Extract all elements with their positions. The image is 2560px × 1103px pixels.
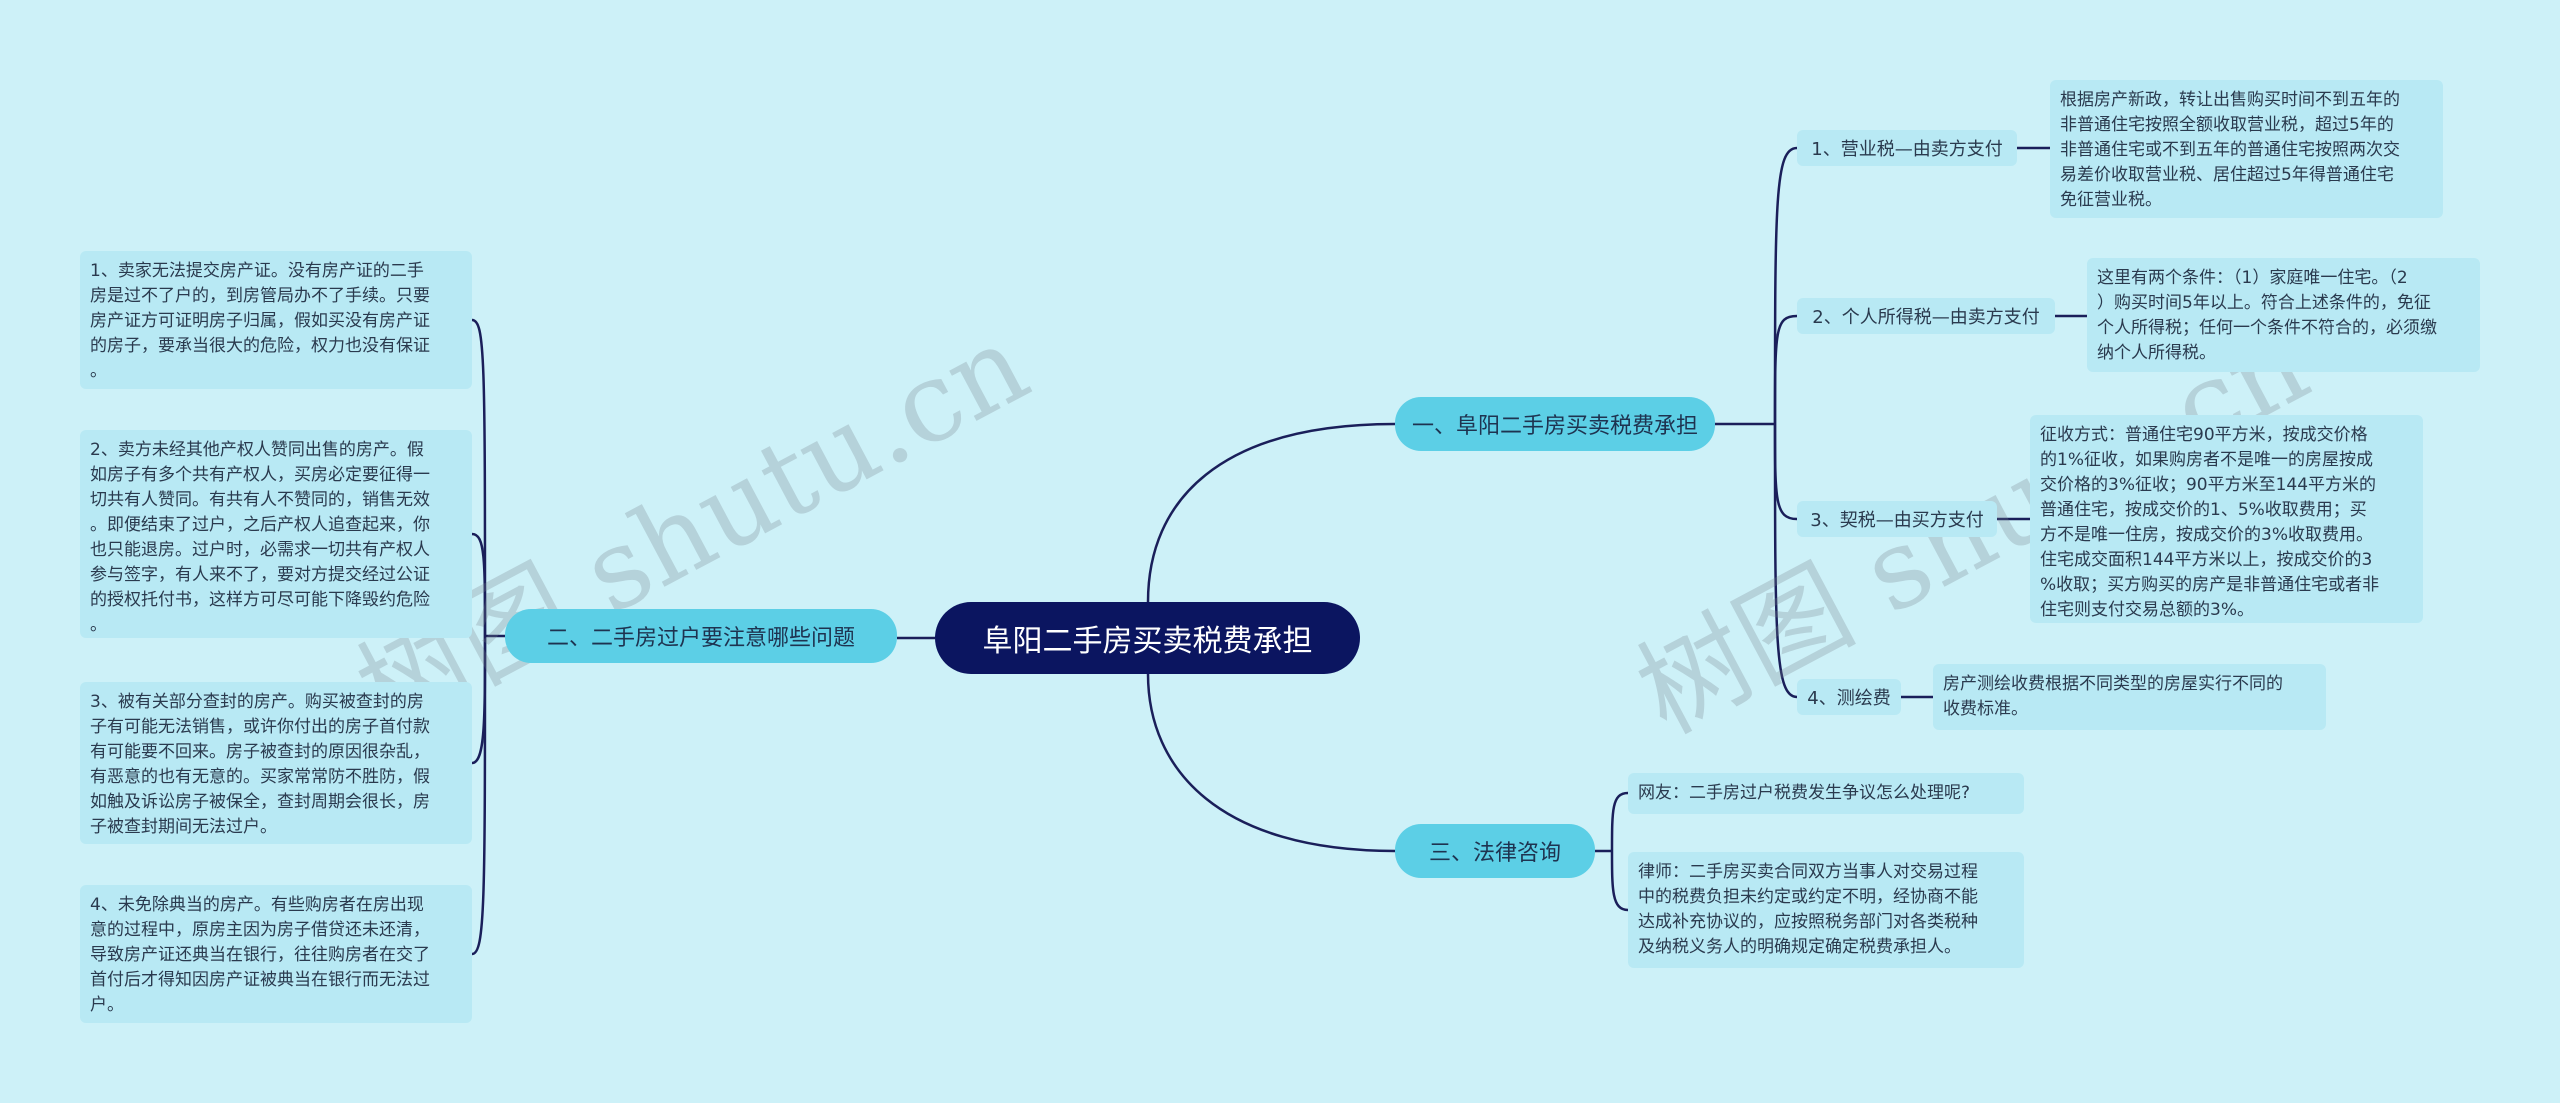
leaf-business-tax-detail: 根据房产新政，转让出售购买时间不到五年的 非普通住宅按照全额收取营业税，超过5年… (2050, 80, 2443, 218)
branch-tax-burden[interactable]: 一、阜阳二手房买卖税费承担 (1395, 397, 1715, 451)
leaf-issue-co-owner: 2、卖方未经其他产权人赞同出售的房产。假 如房子有多个共有产权人，买房必定要征得… (80, 430, 472, 638)
connector-b1-sub1 (1773, 146, 1798, 425)
leaf-lawyer-answer: 律师：二手房买卖合同双方当事人对交易过程 中的税费负担未约定或约定不明，经协商不… (1628, 852, 2024, 968)
connector-root-branch1 (1146, 422, 1396, 603)
connector-b3-leaf2 (1610, 850, 1629, 912)
connector-b2-leaf4 (471, 635, 487, 956)
connector-b1-sub4 (1773, 423, 1798, 699)
connector-root-branch3 (1146, 673, 1396, 853)
leaf-issue-pawned-property: 4、未免除典当的房产。有些购房者在房出现 意的过程中，原房主因为房子借贷还未还清… (80, 885, 472, 1023)
leaf-survey-fee-detail: 房产测绘收费根据不同类型的房屋实行不同的 收费标准。 (1933, 664, 2326, 730)
connector-b2-leaf2 (471, 532, 487, 637)
leaf-income-tax-detail: 这里有两个条件：（1）家庭唯一住宅。（2 ）购买时间5年以上。符合上述条件的，免… (2087, 258, 2480, 372)
leaf-deed-tax-detail: 征收方式：普通住宅90平方米，按成交价格 的1%征收，如果购房者不是唯一的房屋按… (2030, 415, 2423, 623)
connector-b1-sub3 (1773, 423, 1798, 521)
root-topic[interactable]: 阜阳二手房买卖税费承担 (935, 602, 1360, 674)
connector-b1-sub2 (1773, 314, 1798, 425)
sub-survey-fee[interactable]: 4、测绘费 (1797, 679, 1901, 715)
branch-legal-consult[interactable]: 三、法律咨询 (1395, 824, 1595, 878)
sub-income-tax[interactable]: 2、个人所得税—由卖方支付 (1797, 298, 2055, 334)
sub-deed-tax[interactable]: 3、契税—由买方支付 (1797, 501, 1997, 537)
connector-b2-leaf3 (471, 635, 487, 765)
leaf-issue-no-certificate: 1、卖家无法提交房产证。没有房产证的二手 房是过不了户的，到房管局办不了手续。只… (80, 251, 472, 389)
leaf-netizen-question: 网友：二手房过户税费发生争议怎么处理呢? (1628, 773, 2024, 814)
connector-b3-leaf1 (1610, 791, 1629, 852)
leaf-issue-sealed-property: 3、被有关部分查封的房产。购买被查封的房 子有可能无法销售，或许你付出的房子首付… (80, 682, 472, 844)
connector-b2-leaf1 (471, 318, 487, 637)
sub-business-tax[interactable]: 1、营业税—由卖方支付 (1797, 130, 2017, 166)
branch-transfer-issues[interactable]: 二、二手房过户要注意哪些问题 (505, 609, 897, 663)
